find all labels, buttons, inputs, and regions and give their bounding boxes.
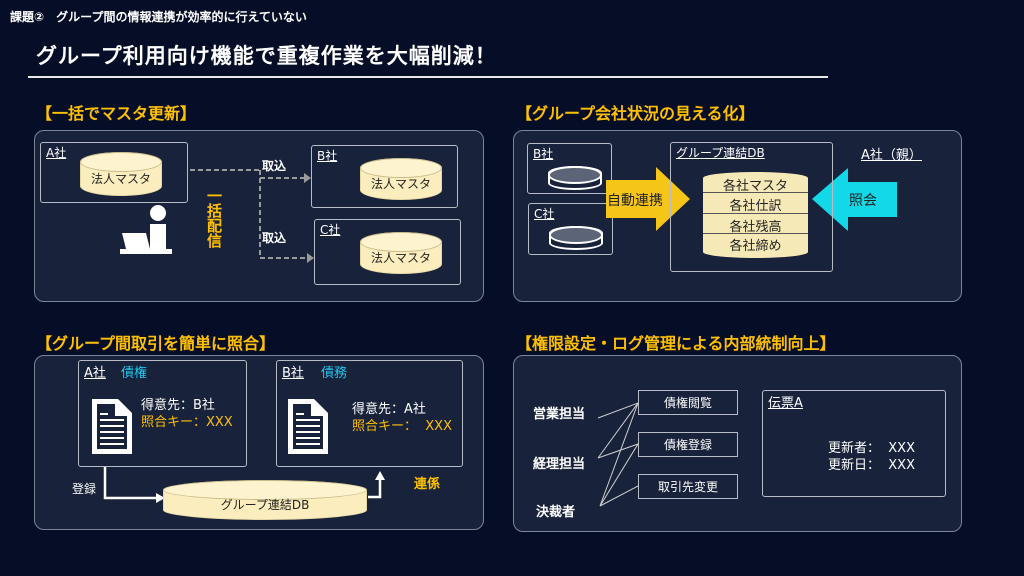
function-box: 債権閲覧	[638, 390, 738, 415]
db-layer: 各社締め	[729, 239, 782, 254]
db-layer: 各社マスタ	[703, 172, 808, 194]
customer-text: 得意先：A社	[352, 402, 426, 417]
bulk-distribution-label: 一括配信	[205, 188, 223, 248]
function-box: 取引先変更	[638, 474, 738, 499]
group-db-box: グループ連結DB	[670, 142, 833, 272]
document-icon	[288, 399, 328, 454]
role-label: 営業担当	[533, 407, 586, 422]
receivable-label: 債権	[121, 366, 148, 381]
function-box: 債権登録	[638, 432, 738, 457]
slip-box: 伝票A 更新者： XXX 更新日： XXX	[762, 390, 946, 497]
updated-date-text: 更新日： XXX	[828, 458, 915, 473]
person-computer-icon	[120, 205, 172, 254]
auto-link-label: 自動連携	[607, 193, 663, 209]
stacked-db: 各社マスタ 各社仕訳 各社残高 各社締め	[703, 172, 808, 258]
company-c-box: C社	[314, 219, 461, 285]
company-b-label: B社	[533, 147, 554, 161]
link-label: 連係	[414, 477, 441, 492]
db-layer: 各社仕訳	[703, 193, 808, 214]
panel2-heading: 【グループ会社状況の見える化】	[516, 104, 755, 123]
company-b-box: B社	[311, 145, 458, 208]
register-arrow	[103, 467, 158, 500]
match-key-text: 照合キー： XXX	[352, 419, 452, 434]
panel4-heading: 【権限設定・ログ管理による内部統制向上】	[516, 334, 836, 353]
company-a-receivable-box: A社 債権 得意先：B社 照合キー：XXX	[78, 360, 247, 467]
db-icon	[549, 226, 603, 250]
updater-text: 更新者： XXX	[828, 441, 915, 456]
company-a-label: A社	[46, 146, 67, 160]
slide-subtitle: 課題② グループ間の情報連携が効率的に行えていない	[10, 10, 307, 24]
company-a-label: A社	[84, 366, 106, 381]
company-b-box: B社	[527, 143, 612, 194]
register-label: 登録	[72, 482, 97, 496]
company-b-label: B社	[317, 149, 338, 163]
company-a-box: A社	[40, 142, 188, 203]
master-db-c: 法人マスタ	[360, 232, 442, 274]
panel1-heading: 【一括でマスタ更新】	[36, 104, 197, 123]
role-label: 経理担当	[533, 457, 586, 472]
company-c-label: C社	[320, 223, 341, 237]
db-icon	[548, 166, 602, 190]
parent-company-label: A社（親）	[861, 148, 922, 163]
company-b-label: B社	[282, 366, 304, 381]
payable-label: 債務	[321, 366, 348, 381]
import-label-b: 取込	[262, 159, 287, 173]
group-db-title: グループ連結DB	[676, 146, 765, 160]
group-db-cylinder: グループ連結DB	[163, 480, 367, 520]
master-db-b: 法人マスタ	[360, 158, 442, 200]
import-label-c: 取込	[262, 231, 287, 245]
company-c-box: C社	[528, 203, 613, 255]
company-c-label: C社	[534, 207, 555, 221]
slide-title: グループ利用向け機能で重複作業を大幅削減！	[36, 44, 497, 68]
panel3-heading: 【グループ間取引を簡単に照合】	[36, 334, 276, 353]
db-layer: 各社残高	[703, 214, 808, 235]
inquiry-label: 照会	[849, 193, 877, 209]
customer-text: 得意先：B社	[141, 398, 215, 413]
master-db-a: 法人マスタ	[80, 152, 162, 196]
link-arrow	[368, 478, 382, 499]
title-divider	[28, 76, 828, 78]
slip-title: 伝票A	[768, 396, 803, 411]
company-b-payable-box: B社 債務 得意先：A社 照合キー： XXX	[276, 360, 463, 467]
match-key-text: 照合キー：XXX	[141, 415, 233, 430]
role-label: 決裁者	[536, 505, 576, 520]
document-icon	[92, 399, 132, 454]
